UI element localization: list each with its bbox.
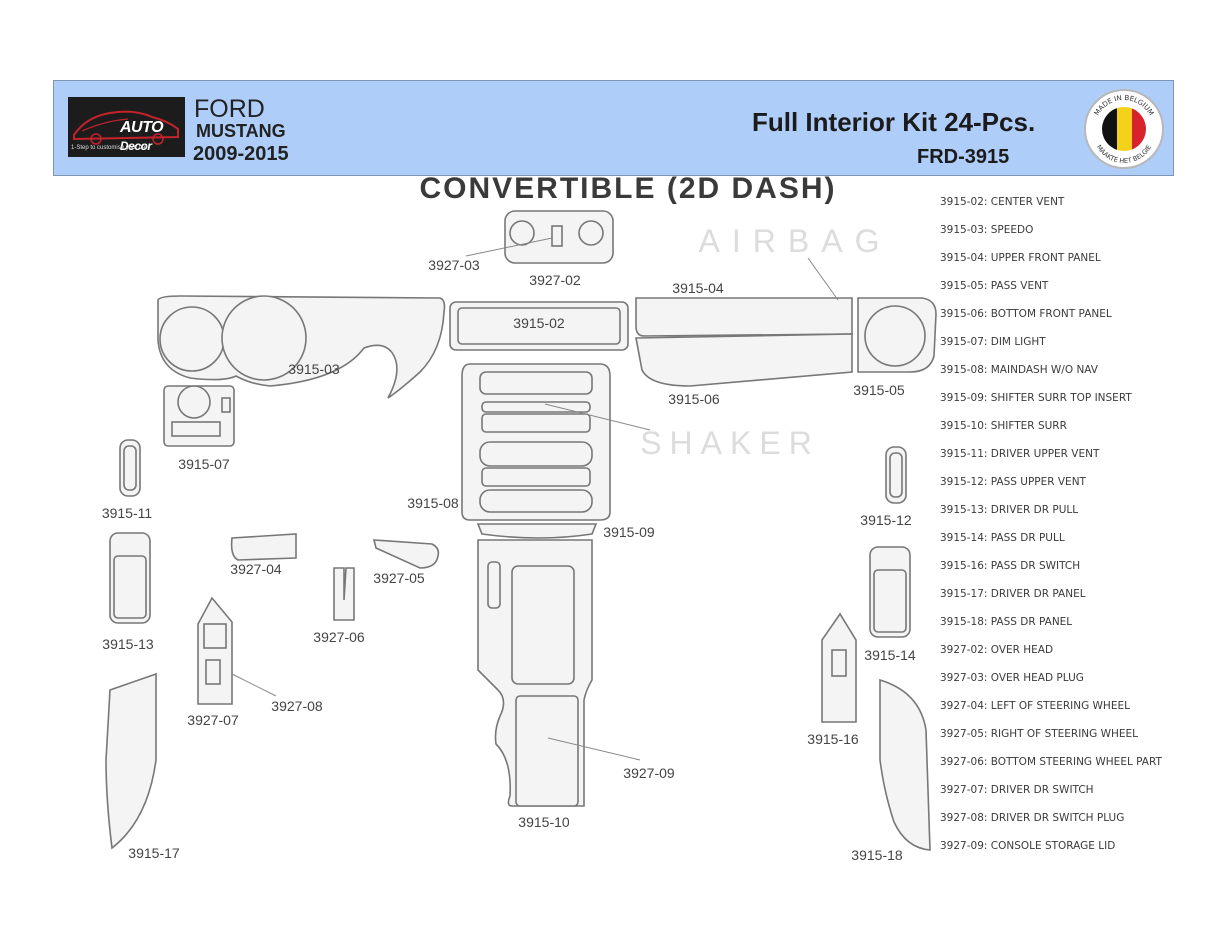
part-3927-07-shape (197, 596, 233, 705)
label-3927-04: 3927-04 (230, 561, 282, 577)
legend-item: 3927-05: RIGHT OF STEERING WHEEL (940, 728, 1139, 740)
legend-item: 3915-14: PASS DR PULL (940, 532, 1065, 544)
header-banner: AUTO Decor 1-Step to customise your car … (53, 80, 1174, 176)
legend-item: 3915-13: DRIVER DR PULL (940, 504, 1079, 516)
label-3915-13: 3915-13 (102, 636, 154, 652)
legend-item: 3915-09: SHIFTER SURR TOP INSERT (940, 392, 1132, 404)
part-3915-09-shape (476, 523, 598, 539)
car-model: MUSTANG (196, 121, 286, 141)
car-silhouette-icon (73, 110, 179, 145)
label-3915-11: 3915-11 (102, 505, 153, 521)
legend-item: 3927-08: DRIVER DR SWITCH PLUG (940, 812, 1125, 824)
legend-item: 3915-12: PASS UPPER VENT (940, 476, 1086, 488)
legend-item: 3915-18: PASS DR PANEL (940, 616, 1073, 628)
legend-item: 3915-17: DRIVER DR PANEL (940, 588, 1086, 600)
part-3915-18-shape (879, 678, 931, 851)
label-3915-16: 3915-16 (807, 731, 859, 747)
label-3915-14: 3915-14 (864, 647, 916, 663)
legend-item: 3915-03: SPEEDO (940, 224, 1034, 236)
part-3915-04-shape (635, 297, 853, 337)
legend-item: 3915-04: UPPER FRONT PANEL (940, 252, 1101, 264)
legend-item: 3915-07: DIM LIGHT (940, 336, 1046, 348)
part-3927-08-shape (205, 659, 221, 685)
legend-item: 3915-02: CENTER VENT (940, 196, 1065, 208)
label-3915-04: 3915-04 (672, 280, 724, 296)
legend-item: 3915-10: SHIFTER SURR (940, 420, 1067, 432)
car-make: FORD (194, 95, 265, 123)
label-3915-06: 3915-06 (668, 391, 720, 407)
label-3915-17: 3915-17 (128, 845, 180, 861)
part-3915-06-shape (635, 333, 853, 387)
logo-wordmark: AUTO Decor (120, 119, 164, 153)
legend-item: 3927-03: OVER HEAD PLUG (940, 672, 1084, 684)
shaker-watermark: SHAKER (640, 425, 820, 461)
label-3915-03: 3915-03 (288, 361, 340, 377)
label-3927-07: 3927-07 (187, 712, 239, 728)
legend-item: 3915-11: DRIVER UPPER VENT (940, 448, 1100, 460)
label-3915-10: 3915-10 (518, 814, 570, 830)
label-3927-05: 3927-05 (373, 570, 425, 586)
kit-code: FRD-3915 (917, 146, 1010, 168)
legend-item: 3927-07: DRIVER DR SWITCH (940, 784, 1094, 796)
diagram-title: CONVERTIBLE (2D DASH) (419, 172, 836, 205)
logo-tagline: 1-Step to customise your car (71, 145, 148, 151)
part-3927-04-shape (230, 533, 297, 561)
part-3927-09-shape (515, 695, 579, 807)
label-3915-05: 3915-05 (853, 382, 905, 398)
part-3927-03-shape (551, 225, 563, 247)
airbag-watermark: AIRBAG (699, 223, 892, 259)
part-3927-05-shape (372, 539, 440, 569)
belgium-flag-icon (1102, 107, 1146, 151)
label-3915-02: 3915-02 (513, 315, 565, 331)
part-3915-17-shape (105, 672, 157, 850)
label-3915-12: 3915-12 (860, 512, 912, 528)
car-years: 2009-2015 (193, 143, 289, 165)
label-3927-03: 3927-03 (428, 257, 480, 273)
legend-item: 3915-05: PASS VENT (940, 280, 1049, 292)
label-3915-07: 3915-07 (178, 456, 230, 472)
label-3927-08: 3927-08 (271, 698, 323, 714)
kit-title: Full Interior Kit 24-Pcs. (752, 107, 1036, 137)
legend-item: 3915-06: BOTTOM FRONT PANEL (940, 308, 1112, 320)
auto-decor-logo: AUTO Decor 1-Step to customise your car (68, 97, 185, 157)
part-3927-06-shape (333, 567, 355, 621)
legend-item: 3915-16: PASS DR SWITCH (940, 560, 1081, 572)
label-3927-02: 3927-02 (529, 272, 581, 288)
legend-item: 3927-09: CONSOLE STORAGE LID (940, 840, 1116, 852)
label-3927-09: 3927-09 (623, 765, 675, 781)
legend-item: 3927-06: BOTTOM STEERING WHEEL PART (940, 756, 1162, 768)
legend-item: 3927-02: OVER HEAD (940, 644, 1054, 656)
made-in-belgium-badge: MADE IN BELGIUM MAAKTE HET BELGIE (1084, 89, 1164, 169)
label-3915-08: 3915-08 (407, 495, 459, 511)
label-3915-18: 3915-18 (851, 847, 903, 863)
label-3927-06: 3927-06 (313, 629, 365, 645)
label-3915-09: 3915-09 (603, 524, 655, 540)
legend-item: 3915-08: MAINDASH W/O NAV (940, 364, 1098, 376)
legend-item: 3927-04: LEFT OF STEERING WHEEL (940, 700, 1130, 712)
